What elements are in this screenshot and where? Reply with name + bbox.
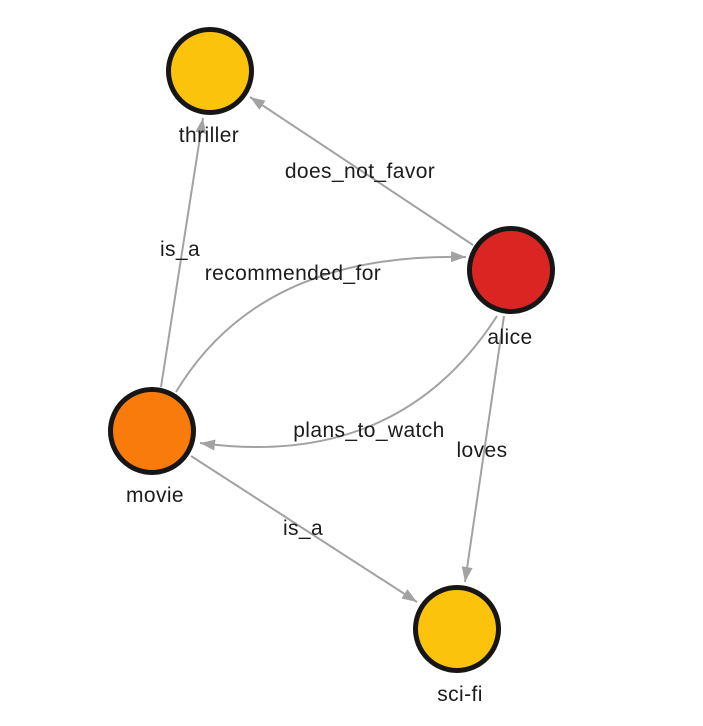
edge-movie-alice[interactable]	[175, 251, 467, 393]
nodes-layer	[108, 27, 555, 673]
node-label-alice: alice	[487, 326, 532, 349]
node-label-sci-fi: sci-fi	[437, 683, 483, 706]
edge-label-alice-sci-fi: loves	[456, 439, 507, 462]
edge-label-movie-thriller: is_a	[160, 238, 200, 261]
node-label-movie: movie	[126, 484, 184, 507]
edge-movie-sci-fi[interactable]	[190, 455, 418, 603]
labels-layer: is_a does_not_favor recommended_for plans_t…	[126, 124, 532, 706]
edge-label-alice-movie: plans_to_watch	[293, 419, 445, 442]
node-label-thriller: thriller	[179, 124, 239, 147]
edge-label-movie-sci-fi: is_a	[283, 517, 323, 540]
edge-movie-thriller[interactable]	[160, 117, 207, 388]
edge-alice-movie[interactable]	[199, 315, 498, 451]
node-thriller[interactable]	[166, 27, 254, 115]
edge-label-movie-alice: recommended_for	[205, 262, 381, 285]
node-alice[interactable]	[467, 226, 555, 314]
edge-alice-thriller[interactable]	[249, 96, 474, 246]
edges-layer	[160, 96, 505, 603]
node-sci-fi[interactable]	[413, 585, 501, 673]
node-movie[interactable]	[108, 387, 196, 475]
edge-alice-sci-fi[interactable]	[461, 315, 505, 583]
edge-label-alice-thriller: does_not_favor	[285, 160, 435, 183]
